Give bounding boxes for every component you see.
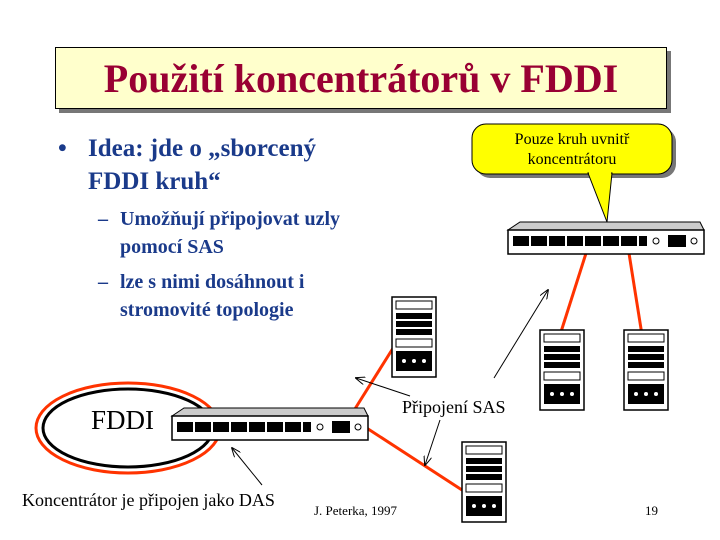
computer-tower-icon [539,329,585,411]
computer-tower-icon [461,441,507,523]
sub-bullet-text: Umožňují připojovat uzly pomocí SAS [120,208,340,258]
arrows [232,290,548,486]
sub-bullet-marker: – [98,271,108,293]
author-footer: J. Peterka, 1997 [314,503,398,518]
callout-text: Pouze kruh uvnitř koncentrátoru [514,131,630,168]
computer-tower-icon [391,296,437,378]
das-connection-label: Koncentrátor je připojen jako DAS [22,490,275,510]
slide-title: Použití koncentrátorů v FDDI [103,55,619,101]
title-box: Použití koncentrátorů v FDDI [55,47,667,109]
sub-bullet-text: lze s nimi dosáhnout i stromovité topolo… [120,271,305,321]
page-number: 19 [645,503,658,518]
bullet-marker: • [58,135,67,162]
fddi-ring-label: FDDI [91,405,155,435]
sub-bullet-marker: – [98,208,108,230]
callout-bubble [471,123,676,223]
bullet-text: Idea: jde o „sborcený FDDI kruh“ [88,135,317,195]
concentrator-icon [506,221,705,255]
sas-connection-label: Připojení SAS [402,397,506,417]
concentrator-icon [170,407,369,441]
computer-tower-icon [623,329,669,411]
